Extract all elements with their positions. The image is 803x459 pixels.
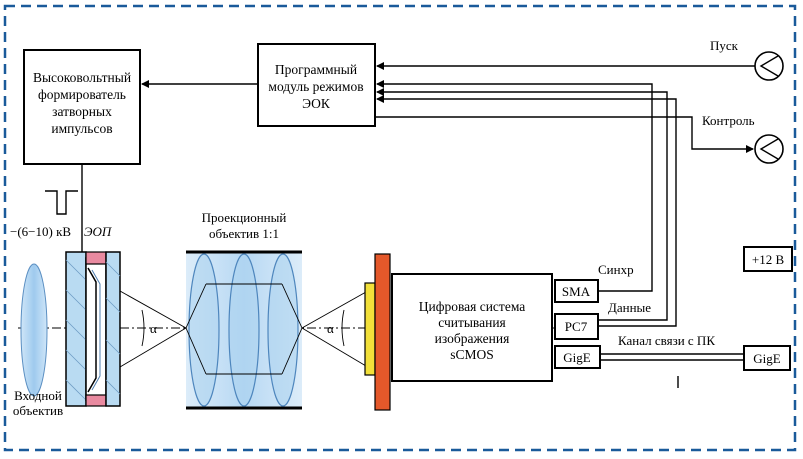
hv-former-line-3: затворных <box>52 104 112 119</box>
control-label: Контроль <box>702 113 755 128</box>
ray-cones <box>119 283 367 375</box>
port-gige-outer-label: GigE <box>753 351 781 366</box>
sync-line <box>376 80 653 292</box>
hv-former-block: Высоковольтный формирователь затворных и… <box>23 49 141 165</box>
digital-system-line-4: sCMOS <box>450 347 494 362</box>
digital-system-line-1: Цифровая система <box>419 299 526 314</box>
port-sma: SMA <box>554 279 599 303</box>
port-pc7: PC7 <box>554 313 599 340</box>
module-to-control-arrow <box>375 116 754 153</box>
power-label: +12 В <box>752 252 785 267</box>
digital-system-block: Цифровая система считывания изображения … <box>391 273 553 382</box>
gate-pulse-symbol <box>45 190 78 215</box>
power-block: +12 В <box>743 246 793 272</box>
start-label: Пуск <box>710 38 739 53</box>
port-gige-outer: GigE <box>743 345 791 371</box>
voltage-label: −(6−10) кВ <box>10 224 71 239</box>
digital-system-line-2: считывания <box>438 315 506 330</box>
eop-label: ЭОП <box>84 224 113 239</box>
proj-lens-label-1: Проекционный <box>202 210 287 225</box>
sensor-orange-plate <box>374 253 391 411</box>
data-line-1 <box>376 88 668 321</box>
program-module-block: Программный модуль режимов ЭОК <box>257 43 376 127</box>
projection-lens <box>186 250 302 410</box>
hv-former-line-2: формирователь <box>38 87 126 102</box>
sync-label: Синхр <box>598 262 634 277</box>
port-gige-inner: GigE <box>554 345 601 369</box>
control-connector-mark <box>759 138 779 160</box>
prog-module-line-1: Программный <box>275 62 357 77</box>
hv-former-line-1: Высоковольтный <box>33 70 131 85</box>
start-connector-mark <box>759 55 779 77</box>
data-label: Данные <box>608 300 651 315</box>
proj-lens-label-2: объектив 1:1 <box>209 226 279 241</box>
system-frame <box>3 4 797 452</box>
digital-system-line-3: изображения <box>435 331 510 346</box>
eop-tube <box>65 251 121 407</box>
data-line-2 <box>376 95 677 327</box>
port-gige-inner-label: GigE <box>563 350 591 365</box>
hv-former-line-4: импульсов <box>51 121 112 136</box>
port-pc7-label: PC7 <box>565 319 588 334</box>
sensor-yellow-layer <box>364 282 376 376</box>
alpha-left: α <box>150 321 157 336</box>
prog-module-line-2: модуль режимов <box>268 79 363 94</box>
port-sma-label: SMA <box>562 284 591 299</box>
start-connector <box>754 51 784 81</box>
alpha-right: α <box>327 321 334 336</box>
pc-link-label: Канал связи с ПК <box>618 333 715 348</box>
control-connector <box>754 134 784 164</box>
input-lens-label-2: объектив <box>13 403 63 418</box>
input-lens <box>20 263 48 397</box>
input-lens-label-1: Входной <box>14 388 62 403</box>
prog-module-line-3: ЭОК <box>302 96 331 111</box>
